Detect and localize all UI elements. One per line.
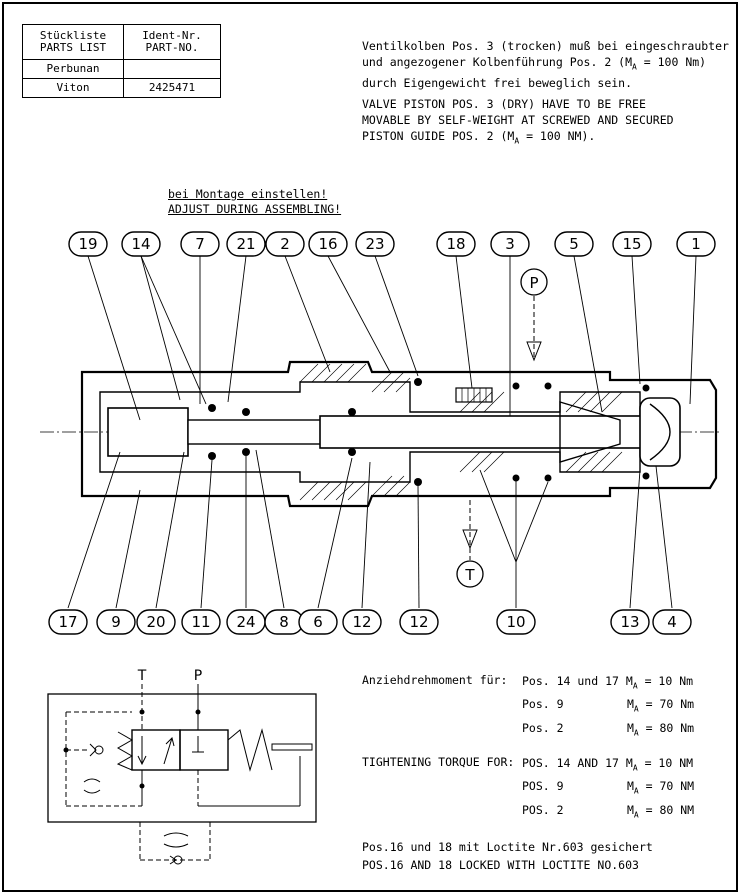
callout-bottom-10-text: 10: [506, 613, 525, 631]
callout-top-23: 23: [355, 231, 395, 257]
callout-bottom-12-text: 12: [409, 613, 428, 631]
callout-bottom-9-text: 9: [111, 613, 121, 631]
callout-bottom-10: 10: [496, 609, 536, 635]
callout-bottom-20: 20: [136, 609, 176, 635]
callout-top-2-text: 2: [280, 235, 290, 253]
torque-en-list: POS. 14 AND 17 MA = 10 NM POS. 9 MA = 70…: [522, 756, 695, 819]
callout-bottom-4: 4: [652, 609, 692, 635]
callout-top-5: 5: [554, 231, 594, 257]
callout-bottom-6-text: 6: [313, 613, 323, 631]
callout-top-2: 2: [265, 231, 305, 257]
callout-top-3: 3: [490, 231, 530, 257]
callout-bottom-12: 12: [342, 609, 382, 635]
callout-bottom-6: 6: [298, 609, 338, 635]
callout-bottom-20-text: 20: [146, 613, 165, 631]
callout-bottom-24-text: 24: [236, 613, 255, 631]
torque-en-label: TIGHTENING TORQUE FOR:: [362, 755, 515, 769]
loctite-note: Pos.16 und 18 mit Loctite Nr.603 gesiche…: [362, 840, 653, 872]
callout-bottom-12: 12: [399, 609, 439, 635]
callout-top-21-text: 21: [236, 235, 255, 253]
callout-top-3-text: 3: [505, 235, 515, 253]
callout-bottom-8-text: 8: [279, 613, 289, 631]
note-top-de: Ventilkolben Pos. 3 (trocken) muß bei ei…: [362, 39, 729, 91]
port-p-label: P: [529, 274, 538, 292]
callout-top-7-text: 7: [195, 235, 205, 253]
callout-top-7: 7: [180, 231, 220, 257]
callout-top-23-text: 23: [365, 235, 384, 253]
callout-bottom-13-text: 13: [620, 613, 639, 631]
callout-bottom-17-text: 17: [58, 613, 77, 631]
callout-bottom-11: 11: [181, 609, 221, 635]
callout-top-15: 15: [612, 231, 652, 257]
assembly-note: bei Montage einstellen! ADJUST DURING AS…: [168, 187, 342, 216]
callout-bottom-13: 13: [610, 609, 650, 635]
material-viton: Viton: [22, 78, 124, 98]
symbol-p-label: P: [194, 668, 202, 684]
callout-bottom-17: 17: [48, 609, 88, 635]
callout-bottom-11-text: 11: [191, 613, 210, 631]
torque-de-list: Pos. 14 und 17 MA = 10 Nm Pos. 9 MA = 70…: [522, 674, 695, 737]
callout-top-14-text: 14: [131, 235, 150, 253]
callout-bottom-24: 24: [226, 609, 266, 635]
part-no-viton: 2425471: [123, 78, 221, 98]
torque-de-label: Anziehdrehmoment für:: [362, 673, 508, 687]
callout-top-16: 16: [308, 231, 348, 257]
symbol-t-label: T: [137, 668, 147, 684]
callout-top-18-text: 18: [446, 235, 465, 253]
callout-top-1: 1: [676, 231, 716, 257]
callout-top-19: 19: [68, 231, 108, 257]
callout-top-18: 18: [436, 231, 476, 257]
callout-bottom-9: 9: [96, 609, 136, 635]
callout-top-21: 21: [226, 231, 266, 257]
callout-bottom-4-text: 4: [667, 613, 677, 631]
part-no-header: Ident-Nr.PART-NO.: [123, 24, 221, 60]
port-t-label: T: [464, 566, 475, 584]
callout-top-1-text: 1: [691, 235, 701, 253]
callout-top-19-text: 19: [78, 235, 97, 253]
callout-top-16-text: 16: [318, 235, 337, 253]
callout-top-5-text: 5: [569, 235, 579, 253]
callout-top-15-text: 15: [622, 235, 641, 253]
callout-bottom-12-text: 12: [352, 613, 371, 631]
callout-top-14: 14: [121, 231, 161, 257]
note-top-en: VALVE PISTON POS. 3 (DRY) HAVE TO BE FRE…: [362, 97, 674, 146]
